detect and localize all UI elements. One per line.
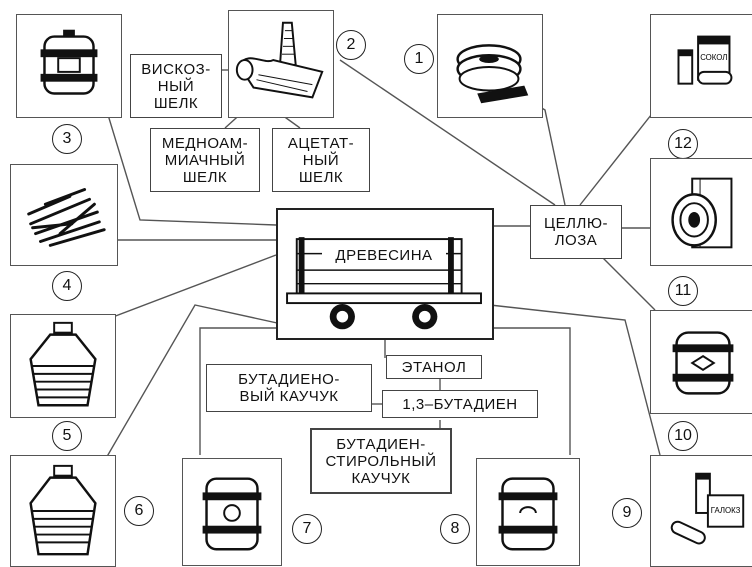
copper-ammonia-silk-label: МЕДНОАМ- МИАЧНЫЙ ШЕЛК [150,128,260,192]
wood-label: ДРЕВЕСИНА [322,244,446,266]
wood-chips-icon [11,165,117,265]
item-number-10: 10 [668,421,698,451]
item-number-5: 5 [52,421,82,451]
fabric-frame-2 [228,10,334,118]
item-number-11: 11 [668,276,698,306]
item-number-4: 4 [52,271,82,301]
paper-roll-frame-11 [650,158,752,266]
paper-roll-icon [651,159,752,265]
item-number-7: 7 [292,514,322,544]
item-number-8: 8 [440,514,470,544]
jar-label: СОКОЛ [700,53,727,62]
carboy-icon [11,315,115,417]
drum-frame-8 [476,458,580,566]
item-number-1: 1 [404,44,434,74]
carboy-frame-5 [10,314,116,418]
barrel-icon [651,311,752,413]
film-reels-icon [438,15,542,117]
item-number-9: 9 [612,498,642,528]
film-reels-frame-1 [437,14,543,118]
drum-frame-7 [182,458,282,566]
item-number-6: 6 [124,496,154,526]
cans-frame-9: ГАЛОКЗ [650,455,752,567]
barrel-frame-10 [650,310,752,414]
butadiene-label: 1,3–БУТАДИЕН [382,390,538,418]
butadiene-rubber-label: БУТАДИЕНО- ВЫЙ КАУЧУК [206,364,372,412]
carboy-icon [11,456,115,566]
item-number-2: 2 [336,30,366,60]
cans-icon: ГАЛОКЗ [651,456,752,566]
jar-frame-12: СОКОЛ [650,14,752,118]
wood-cart-icon [278,210,492,338]
item-number-3: 3 [52,124,82,154]
ethanol-label: ЭТАНОЛ [386,355,482,379]
drum-icon [183,459,281,565]
item-number-12: 12 [668,129,698,159]
carboy-frame-6 [10,455,116,567]
viscose-silk-label: ВИСКОЗ- НЫЙ ШЕЛК [130,54,222,118]
barrel-frame-3 [16,14,122,118]
wood-frame: ДРЕВЕСИНА [276,208,494,340]
fabric-roll-icon [229,11,333,117]
chips-frame-4 [10,164,118,266]
drum-icon [477,459,579,565]
cellulose-label: ЦЕЛЛЮ- ЛОЗА [530,205,622,259]
acetate-silk-label: АЦЕТАТ- НЫЙ ШЕЛК [272,128,370,192]
package-label: ГАЛОКЗ [711,506,741,515]
styrene-butadiene-rubber-label: БУТАДИЕН- СТИРОЛЬНЫЙ КАУЧУК [310,428,452,494]
barrel-icon [17,15,121,117]
jar-cans-icon: СОКОЛ [651,15,752,117]
